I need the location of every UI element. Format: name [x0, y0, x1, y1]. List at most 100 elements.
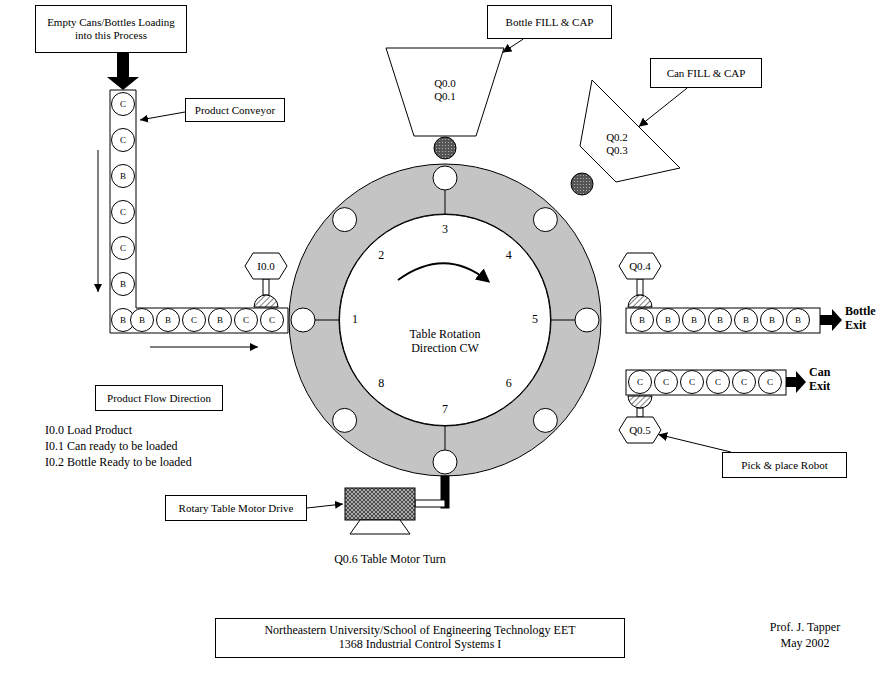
product-letter: C: [709, 377, 727, 387]
rotation-arrow: [398, 263, 488, 281]
node-label: Pick & place Robot: [727, 459, 842, 472]
text-frame: C: [114, 243, 132, 253]
product-circle: C: [111, 92, 135, 116]
node-label: Q0.4: [624, 260, 656, 273]
text-frame: C: [657, 377, 675, 387]
rotary-table: Table Rotation Direction CW: [339, 214, 551, 426]
text-frame: C: [735, 377, 753, 387]
product-letter: B: [633, 315, 651, 325]
text-frame: Northeastern University/School of Engine…: [259, 624, 581, 652]
text-frame: Q0.5: [624, 424, 656, 437]
table-motor: [345, 476, 449, 534]
text-frame: B: [789, 315, 807, 325]
author-note: Prof. J. Tapper: [770, 621, 840, 635]
product-circle: B: [156, 308, 180, 332]
text-frame: C: [263, 315, 281, 325]
product-circle: C: [234, 308, 258, 332]
text-frame: Table Rotation Direction CW: [399, 328, 491, 356]
text-frame: C: [683, 377, 701, 387]
text-frame: B: [711, 315, 729, 325]
text-frame: Q0.0 Q0.1: [425, 77, 465, 102]
text-frame: Pick & place Robot: [727, 459, 842, 472]
product-circle: C: [732, 370, 756, 394]
product-circle: B: [760, 308, 784, 332]
text-frame: C: [761, 377, 779, 387]
node-label: I0.0: [250, 260, 282, 273]
text-frame: B: [114, 279, 132, 289]
position-number: 2: [378, 249, 384, 263]
footer-box: Northeastern University/School of Engine…: [215, 618, 625, 658]
text-frame: B: [685, 315, 703, 325]
product-circle: B: [111, 164, 135, 188]
product-letter: C: [735, 377, 753, 387]
text-frame: C: [114, 99, 132, 109]
position-number: 7: [442, 403, 448, 417]
product-circle: B: [111, 272, 135, 296]
callout-box: Empty Cans/Bottles Loading into this Pro…: [35, 5, 187, 53]
text-frame: Q0.4: [624, 260, 656, 273]
node-label: Bottle FILL & CAP: [492, 16, 607, 29]
fill-nozzles: [434, 137, 593, 195]
text-frame: Product Conveyor: [190, 104, 280, 117]
product-letter: B: [763, 315, 781, 325]
product-letter: C: [114, 207, 132, 217]
product-circle: C: [111, 128, 135, 152]
fill-cap-station: Q0.2 Q0.3: [580, 80, 680, 182]
product-letter: C: [114, 99, 132, 109]
text-frame: I0.0: [250, 260, 282, 273]
fill-cap-station: Q0.0 Q0.1: [386, 48, 504, 136]
product-letter: C: [761, 377, 779, 387]
product-circle: B: [708, 308, 732, 332]
text-frame: C: [114, 135, 132, 145]
node-label: Q0.0 Q0.1: [425, 77, 465, 102]
product-letter: B: [114, 315, 132, 325]
text-frame: B: [737, 315, 755, 325]
product-circle: B: [130, 308, 154, 332]
callout-box: Product Conveyor: [185, 98, 285, 122]
text-frame: B: [211, 315, 229, 325]
text-frame: B: [114, 315, 132, 325]
product-letter: B: [211, 315, 229, 325]
text-frame: B: [633, 315, 651, 325]
exit-label: Bottle Exit: [845, 305, 883, 333]
node-label: Q0.5: [624, 424, 656, 437]
callout-box: Product Flow Direction: [95, 385, 223, 411]
position-number: 5: [532, 313, 538, 327]
product-circle: C: [111, 200, 135, 224]
callout-arrow: [658, 434, 731, 452]
rotary-table-outline: [339, 214, 551, 426]
product-circle: C: [628, 370, 652, 394]
product-letter: B: [114, 171, 132, 181]
product-circle: C: [680, 370, 704, 394]
callout-arrow: [639, 88, 688, 127]
product-letter: B: [711, 315, 729, 325]
product-letter: C: [185, 315, 203, 325]
robot-hexagon: Q0.5: [619, 417, 661, 443]
callout-box: Bottle FILL & CAP: [487, 5, 612, 39]
product-letter: B: [789, 315, 807, 325]
text-frame: C: [185, 315, 203, 325]
product-circle: B: [208, 308, 232, 332]
product-circle: C: [758, 370, 782, 394]
text-frame: C: [114, 207, 132, 217]
text-frame: C: [631, 377, 649, 387]
node-label: Northeastern University/School of Engine…: [259, 624, 581, 652]
product-circle: C: [706, 370, 730, 394]
text-frame: C: [237, 315, 255, 325]
sensor-hexagon: I0.0: [245, 253, 287, 279]
text-frame: C: [709, 377, 727, 387]
node-label: Product Conveyor: [190, 104, 280, 117]
product-circle: C: [182, 308, 206, 332]
signal-legend: I0.1 Can ready to be loaded: [45, 440, 178, 454]
fill-cap-station-outline: [580, 80, 680, 182]
node-label: Rotary Table Motor Drive: [170, 502, 302, 515]
product-circle: C: [260, 308, 284, 332]
position-number: 1: [352, 313, 358, 327]
signal-legend: I0.0 Load Product: [45, 424, 132, 438]
callout-box: Pick & place Robot: [722, 452, 847, 478]
actuator-hexagon: Q0.4: [619, 253, 661, 279]
product-letter: B: [737, 315, 755, 325]
product-letter: B: [159, 315, 177, 325]
signal-caption: Q0.6 Table Motor Turn: [334, 553, 446, 567]
position-number: 4: [506, 249, 512, 263]
